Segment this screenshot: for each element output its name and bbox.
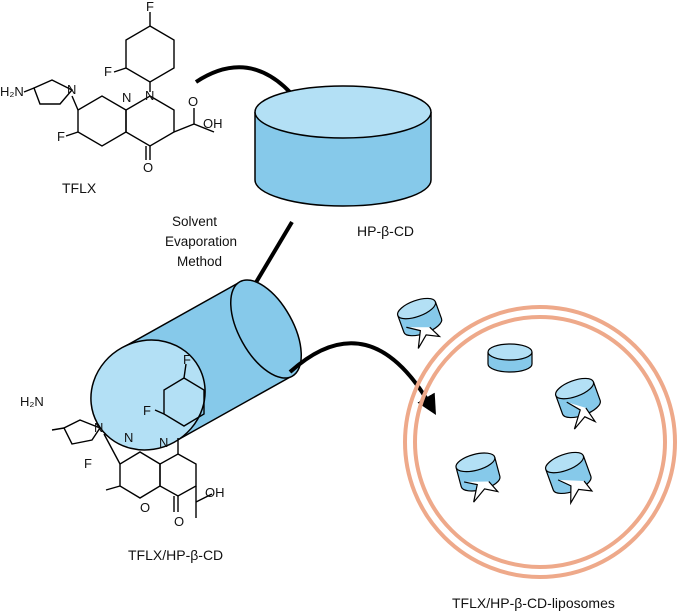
nitrogen-atom: N <box>94 420 103 435</box>
nitrogen-atom: N <box>145 88 154 103</box>
fluorine-atom: F <box>146 0 154 14</box>
loaded-cyclodextrin <box>396 297 443 349</box>
loaded-cyclodextrin <box>544 451 594 506</box>
amine-group: H₂N <box>20 394 44 409</box>
nitrogen-atom: N <box>122 90 131 105</box>
outer-membrane <box>403 305 677 579</box>
pyrrolidine-ring <box>33 79 74 105</box>
drug-label: TFLX <box>62 180 97 196</box>
complex-label: TFLX/HP-β-CD <box>128 547 223 563</box>
amine-group: H₂N <box>0 84 24 99</box>
pyridine-ring <box>77 95 127 147</box>
inner-membrane <box>413 315 667 569</box>
carrier-label: HP-β-CD <box>357 223 414 239</box>
method-label-line: Method <box>177 254 222 269</box>
fluorine-atom: F <box>143 403 151 418</box>
method-label-line: Solvent <box>172 214 217 229</box>
pyridine-ring <box>119 451 161 499</box>
oxygen-atom: O <box>188 94 198 109</box>
phenyl-ring <box>163 377 205 427</box>
fluorine-atom: F <box>84 456 92 471</box>
fluorine-atom: F <box>57 129 65 144</box>
method-label-line: Evaporation <box>165 234 237 249</box>
liposome <box>403 305 677 579</box>
tflx-molecule: F F N N N F O O OH H₂N <box>0 0 223 175</box>
fluorine-atom: F <box>104 64 112 79</box>
liposome-label: TFLX/HP-β-CD-liposomes <box>452 595 615 611</box>
nitrogen-atom: N <box>159 435 168 450</box>
pyridone-ring <box>125 95 175 147</box>
nitrogen-atom: N <box>124 430 133 445</box>
inclusion-complex: F F N N N F O O OH H₂N <box>20 279 303 529</box>
fluorine-atom: F <box>183 352 191 367</box>
nitrogen-atom: N <box>67 82 76 97</box>
cyclodextrin-cylinder <box>254 85 432 207</box>
free-cyclodextrin <box>487 343 533 373</box>
phenyl-ring <box>125 25 175 83</box>
hydroxyl-group: OH <box>203 116 223 131</box>
pyridone-ring <box>159 453 197 497</box>
pyrrolidine-ring <box>63 419 102 445</box>
loaded-cyclodextrin <box>455 452 501 503</box>
oxygen-atom: O <box>140 500 150 515</box>
oxygen-atom: O <box>174 514 184 529</box>
hydroxyl-group: OH <box>205 485 225 500</box>
loaded-cyclodextrin <box>554 377 601 430</box>
oxygen-atom: O <box>143 160 153 175</box>
